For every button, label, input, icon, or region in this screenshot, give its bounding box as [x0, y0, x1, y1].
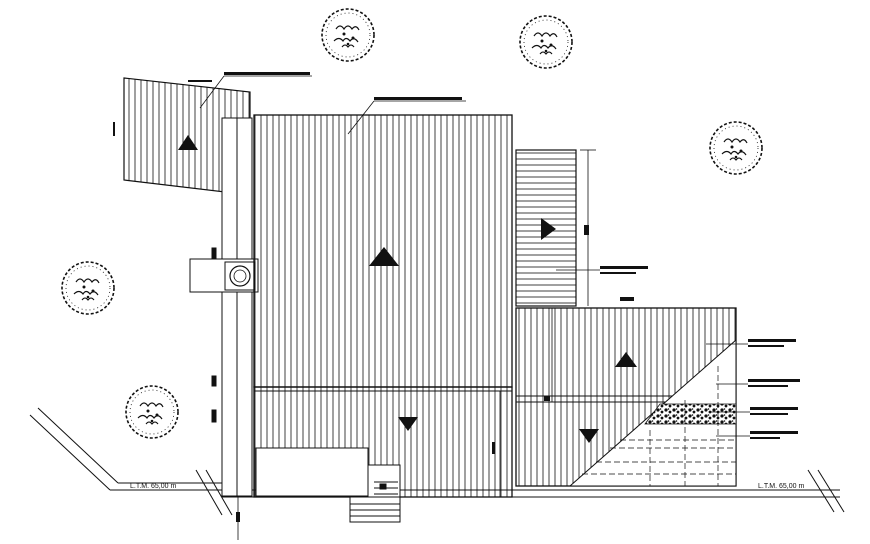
ground-level-label-right: L.T.M. 65,00 m — [758, 483, 804, 490]
slope-arrow-right-icon — [541, 218, 556, 240]
slope-arrow-down-icon — [398, 417, 418, 431]
roof-section-right-upper — [515, 149, 648, 307]
ground-level-label-left: L.T.M. 65,00 m — [130, 483, 176, 490]
tree-icon — [519, 15, 573, 69]
roof-section-main — [253, 97, 513, 388]
tree-icon — [709, 121, 763, 175]
dimension-marker-bottom — [236, 497, 240, 540]
annotation-leaders-right — [706, 339, 800, 439]
slope-arrow-down-icon — [579, 429, 599, 443]
tree-icon — [321, 8, 375, 62]
entrance-stair — [255, 447, 401, 523]
left-wall — [211, 117, 253, 497]
terrace-area — [568, 338, 737, 487]
tree-icon — [61, 261, 115, 315]
slope-arrow-up-icon — [369, 247, 399, 266]
chimney-icon — [189, 258, 259, 293]
tree-icon — [125, 385, 179, 439]
slope-arrow-up-icon — [178, 135, 198, 150]
slope-arrow-up-icon — [615, 352, 637, 367]
